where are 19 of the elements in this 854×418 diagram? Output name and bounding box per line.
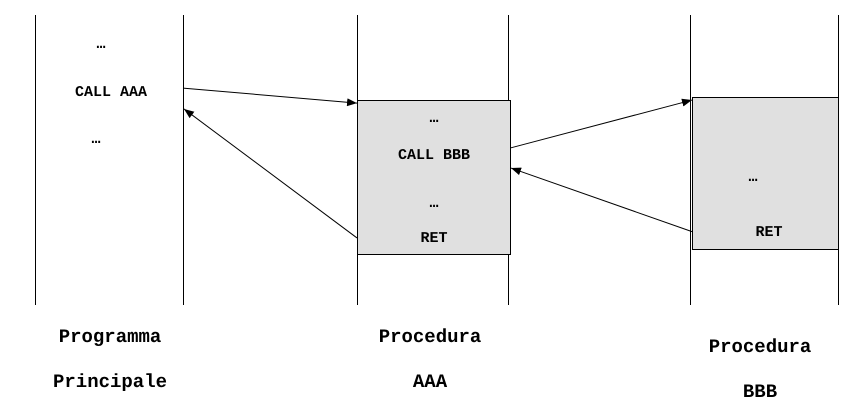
arrow <box>184 108 358 238</box>
code-line: RET <box>756 224 782 242</box>
procedure-box <box>357 100 511 255</box>
arrow <box>510 98 692 149</box>
column-title: Procedura BBB <box>708 335 812 405</box>
code-line: RET <box>420 230 448 248</box>
code-line: CALL AAA <box>75 84 147 102</box>
arrow <box>510 168 692 232</box>
program-column <box>35 15 184 305</box>
arrow <box>182 88 358 106</box>
code-line: … <box>430 110 438 128</box>
code-line: … <box>96 36 106 54</box>
procedure-box <box>692 97 839 250</box>
column-title: Procedura AAA <box>378 325 482 395</box>
column-title: Programma Principale <box>52 325 168 395</box>
code-line: … <box>748 169 758 187</box>
code-line: CALL BBB <box>398 147 470 165</box>
code-line: … <box>430 195 438 213</box>
code-line: … <box>92 131 100 149</box>
